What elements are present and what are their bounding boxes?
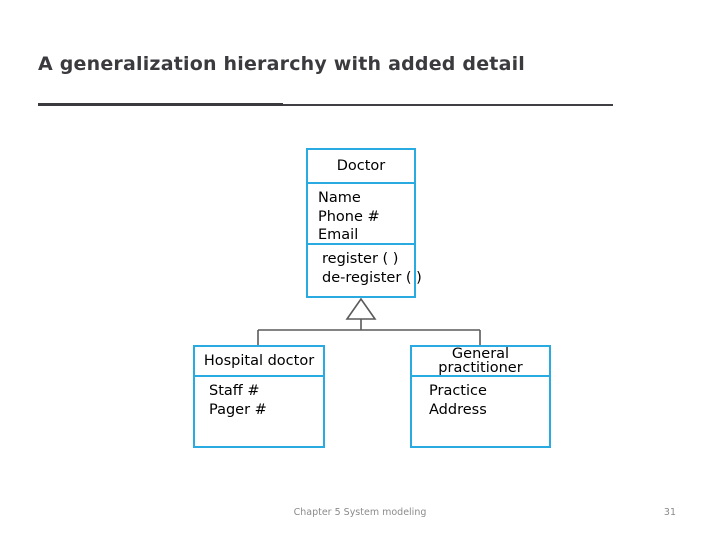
title-divider-left-segment	[38, 103, 283, 106]
uml-class-general-practitioner[interactable]: General practitioner Practice Address	[410, 345, 551, 448]
uml-class-doctor-operations: register ( ) de-register ( )	[308, 243, 422, 296]
uml-class-general-practitioner-attributes: Practice Address	[412, 375, 549, 446]
attribute-item: Staff #	[209, 383, 260, 399]
uml-class-doctor-attributes: Name Phone # Email	[308, 182, 414, 243]
uml-class-doctor[interactable]: Doctor Name Phone # Email register ( ) d…	[306, 148, 422, 298]
attribute-item: Address	[429, 401, 487, 418]
attribute-item: Phone #	[318, 208, 380, 225]
footer-note: Chapter 5 System modeling	[293, 507, 427, 518]
attribute-item: Practice	[429, 383, 487, 399]
uml-class-diagram: Doctor Name Phone # Email register ( ) d…	[193, 148, 551, 448]
uml-class-hospital-doctor-name: Hospital doctor	[203, 352, 315, 369]
title-divider-right-segment	[283, 104, 613, 106]
attribute-item: Pager #	[209, 401, 267, 418]
attribute-item: Email	[318, 227, 359, 244]
page-title: A generalization hierarchy with added de…	[38, 53, 526, 75]
uml-class-doctor-name: Doctor	[336, 157, 386, 174]
operation-item: de-register ( )	[322, 269, 422, 286]
title-divider	[38, 103, 613, 106]
attribute-item: Name	[318, 190, 361, 206]
uml-class-hospital-doctor-attributes: Staff # Pager #	[195, 375, 323, 446]
generalization-arrowhead-icon	[345, 297, 377, 320]
page-number: 31	[663, 507, 676, 518]
uml-class-general-practitioner-name: General practitioner	[438, 345, 523, 376]
operation-item: register ( )	[322, 251, 399, 267]
uml-class-hospital-doctor[interactable]: Hospital doctor Staff # Pager #	[193, 345, 325, 448]
